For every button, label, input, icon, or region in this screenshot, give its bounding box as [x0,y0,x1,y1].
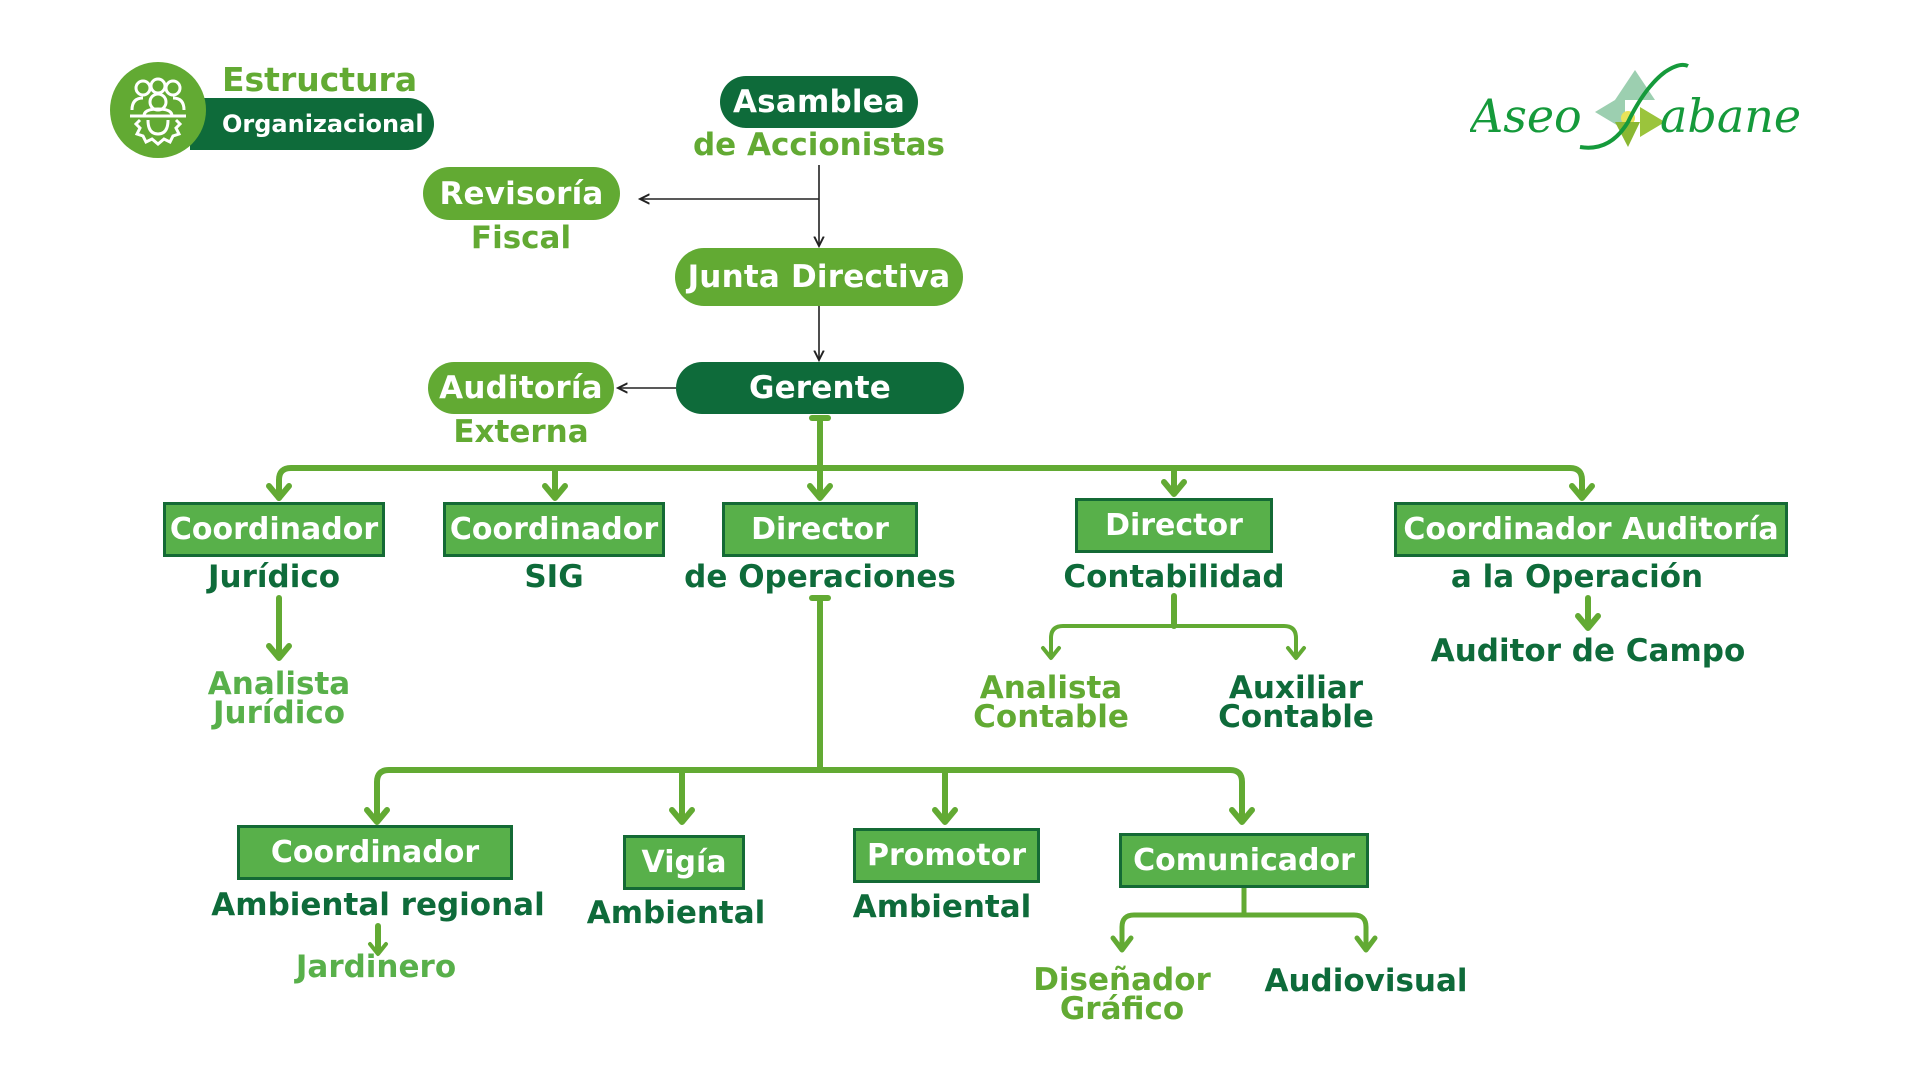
node-comunicador[interactable]: Comunicador [1119,833,1369,888]
leaf-line2: Contable [1218,698,1374,735]
header-subtitle-band: Organizacional [190,98,434,150]
node-audiovisual[interactable]: Audiovisual [1264,963,1468,999]
node-vigia[interactable]: Vigía [623,835,745,890]
node-label: Vigía [641,845,727,880]
node-coord-ambiental-sub: Ambiental regional [211,887,545,923]
node-coord-sig[interactable]: Coordinador [443,502,665,557]
header-title: Estructura [222,60,418,99]
node-coord-auditoria-operacion-sub: a la Operación [1450,559,1704,595]
node-asamblea-label: Asamblea [732,84,906,120]
node-director-operaciones[interactable]: Director [722,502,918,557]
team-gear-icon [130,77,186,146]
leaf-line2: Gráfico [1059,990,1185,1027]
node-asamblea-sub: de Accionistas [692,127,946,163]
node-gerente[interactable]: Gerente [676,362,964,414]
node-director-contabilidad[interactable]: Director [1075,498,1273,553]
node-coord-auditoria-operacion[interactable]: Coordinador Auditoría [1394,502,1788,557]
node-revisoria-label: Revisoría [439,175,604,212]
node-coord-juridico-sub: Jurídico [207,559,341,595]
node-label: Coordinador Auditoría [1403,512,1779,547]
node-gerente-label: Gerente [748,370,892,406]
node-coord-ambiental[interactable]: Coordinador [237,825,513,880]
node-label: Coordinador [169,512,379,547]
node-revisoria[interactable]: Revisoría [423,167,620,220]
node-auditoria-sub: Externa [453,414,589,450]
node-label: Coordinador [270,835,480,870]
node-analista-juridico[interactable]: Analista Jurídico [207,666,351,731]
node-auditor-campo[interactable]: Auditor de Campo [1430,633,1746,669]
leaf-line2: Contable [973,698,1129,735]
node-director-operaciones-sub: de Operaciones [684,559,956,595]
node-revisoria-sub: Fiscal [470,220,572,256]
node-label: Comunicador [1133,843,1355,878]
header-icon-circle [110,62,206,158]
green-connectors [266,415,1601,956]
logo-text-right: abaneta [1660,89,1800,143]
node-auxiliar-contable[interactable]: Auxiliar Contable [1218,670,1374,735]
node-label: Director [1105,508,1243,543]
node-label: Coordinador [449,512,659,547]
node-junta-label: Junta Directiva [687,259,951,295]
leaf-line1: Auxiliar [1228,670,1364,706]
node-disenador-grafico[interactable]: Diseñador Gráfico [1033,962,1211,1027]
node-asamblea[interactable]: Asamblea [720,76,918,128]
node-label: Director [751,512,889,547]
node-jardinero[interactable]: Jardinero [295,949,457,985]
node-vigia-sub: Ambiental [586,895,766,931]
logo-text-left: Aseo [1470,89,1582,143]
node-auditoria-label: Auditoría [439,370,603,406]
header-subtitle: Organizacional [222,110,424,138]
leaf-line1: Analista [979,670,1123,706]
node-promotor-sub: Ambiental [852,889,1032,925]
node-coord-juridico[interactable]: Coordinador [163,502,385,557]
black-connectors [618,165,819,388]
node-analista-contable[interactable]: Analista Contable [973,670,1129,735]
sabaneta-arrows-logo-icon: Aseo abaneta [1470,62,1800,150]
node-junta-directiva[interactable]: Junta Directiva [675,248,963,306]
node-auditoria[interactable]: Auditoría [428,362,614,414]
leaf-line1: Analista [207,666,351,702]
node-coord-sig-sub: SIG [524,559,584,595]
node-label: Promotor [866,838,1026,873]
node-director-contabilidad-sub: Contabilidad [1063,559,1285,595]
leaf-line2: Jurídico [212,694,346,731]
node-promotor[interactable]: Promotor [853,828,1040,883]
leaf-line1: Diseñador [1033,962,1211,998]
